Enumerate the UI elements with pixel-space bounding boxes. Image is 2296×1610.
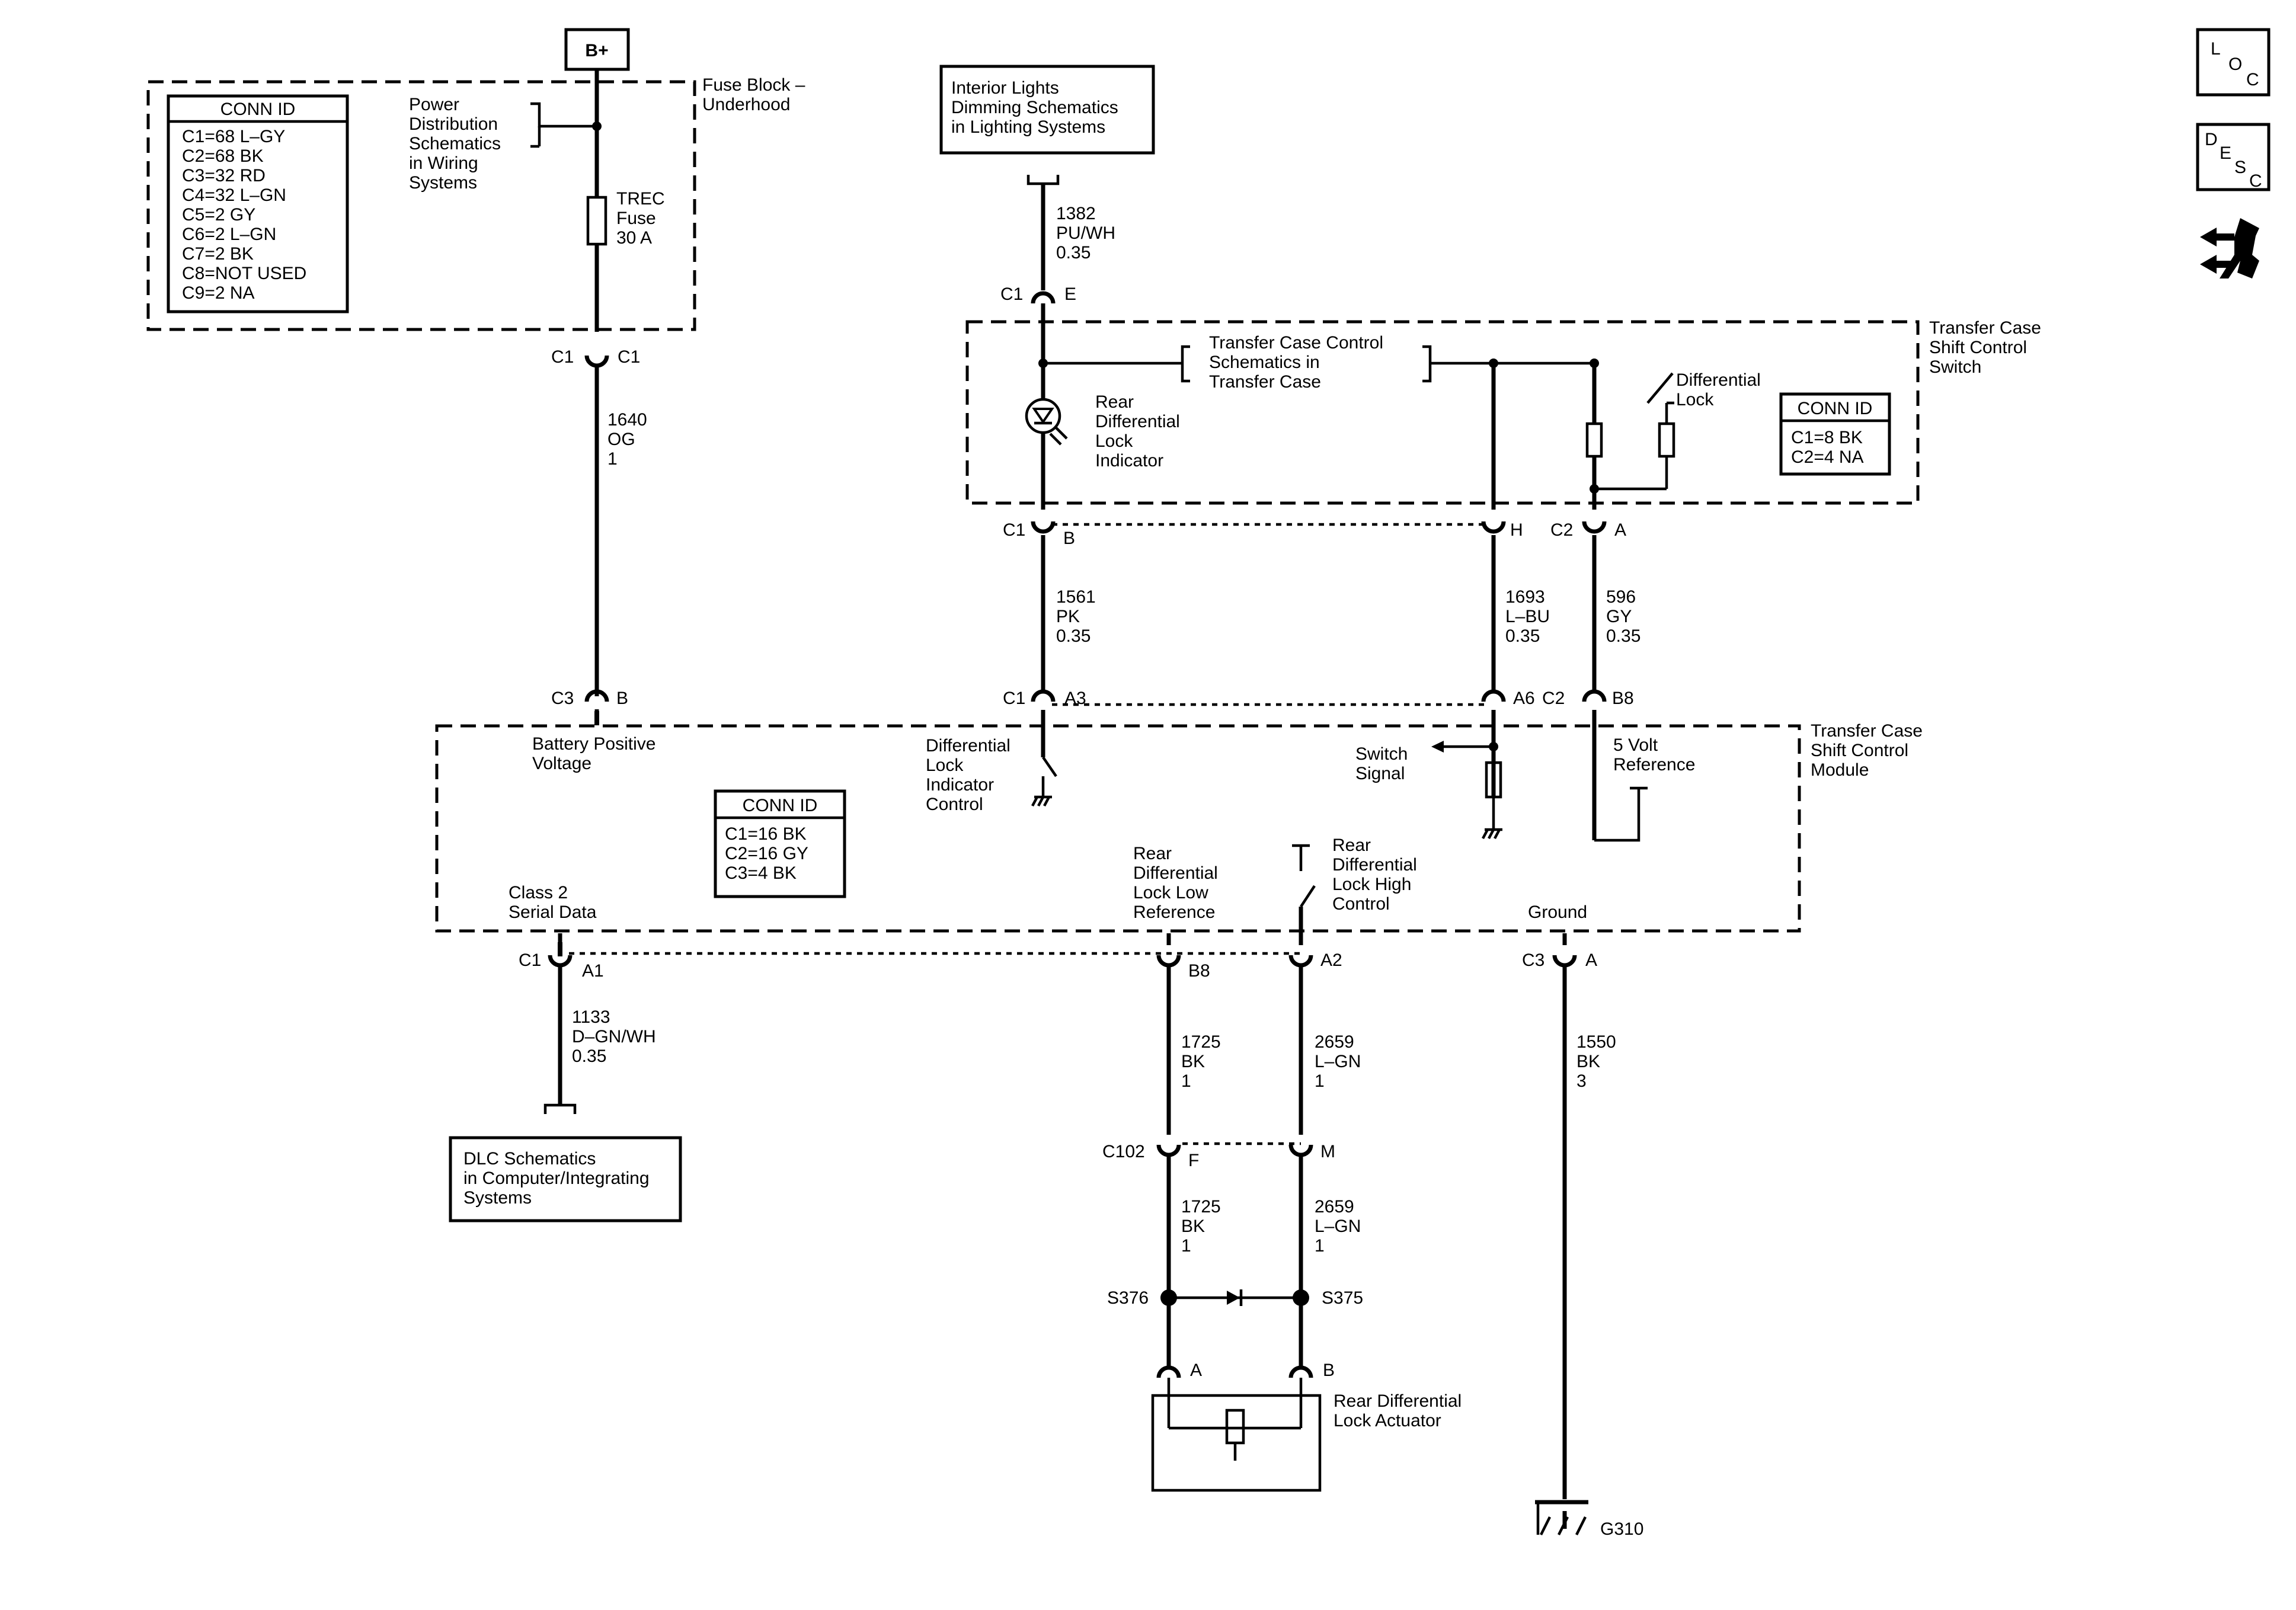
svg-text:C: C [2246, 70, 2259, 89]
wire-1382: 1382 PU/WH 0.35 [1056, 204, 1120, 263]
fuse-conn-list: C1=68 L–GY C2=68 BK C3=32 RD C4=32 L–GN … [182, 127, 312, 303]
conn-m-b8: B8 [1612, 689, 1634, 708]
conn-sw-a: A [1614, 520, 1626, 540]
switch-box [965, 320, 1920, 505]
class2-label: Class 2 Serial Data [509, 883, 597, 922]
wire-2659-lower: 2659 L–GN 1 [1315, 1197, 1366, 1256]
svg-text:O: O [2228, 55, 2242, 74]
module-conn-list: C1=16 BK C2=16 GY C3=4 BK [725, 824, 813, 883]
fuse-block-box [146, 80, 696, 331]
power-distribution-ref: Power Distribution Schematics in Wiring … [409, 95, 506, 193]
conn-il-c1: C1 [1000, 284, 1023, 304]
wire-1725-upper: 1725 BK 1 [1181, 1032, 1226, 1091]
conn-m-a1: A1 [582, 961, 604, 981]
battery-voltage-label: Battery Positive Voltage [532, 734, 661, 773]
conn-act-a: A [1190, 1361, 1202, 1380]
conn-m-c3: C3 [1522, 950, 1544, 970]
splice-s376-label: S376 [1107, 1288, 1149, 1308]
splice-s375 [1293, 1289, 1309, 1306]
trec-fuse-label: TREC Fuse 30 A [616, 189, 670, 248]
conn-fb-c1-right: C1 [618, 347, 640, 367]
conn-m-c1b: C1 [519, 950, 541, 970]
conn-act-b: B [1323, 1361, 1335, 1380]
module-name: Transfer Case Shift Control Module [1811, 721, 1927, 780]
conn-il-e: E [1064, 284, 1076, 304]
svg-text:L: L [2211, 39, 2221, 59]
conn-c3-right: B [616, 689, 628, 708]
conn-m-a6: A6 [1513, 689, 1535, 708]
switch-name: Transfer Case Shift Control Switch [1929, 318, 2046, 377]
conn-sw-c2: C2 [1550, 520, 1573, 540]
desc-icon[interactable]: D E S C [2196, 123, 2271, 191]
ground-g310-label: G310 [1600, 1519, 1643, 1539]
switch-conn-list: C1=8 BK C2=4 NA [1791, 428, 1868, 467]
conn-sw-b: B [1063, 529, 1075, 548]
fuse-conn-title: CONN ID [220, 100, 296, 119]
actuator-label: Rear Differential Lock Actuator [1334, 1391, 1467, 1430]
conn-fb-c1-left: C1 [551, 347, 574, 367]
wire-1640: 1640 OG 1 [607, 410, 652, 469]
switch-conn-title: CONN ID [1798, 399, 1873, 418]
wire-596: 596 GY 0.35 [1606, 587, 1641, 646]
switch-signal-label: Switch Signal [1355, 744, 1413, 783]
interior-lights-box [939, 65, 1155, 155]
conn-m-a2: A2 [1320, 950, 1342, 970]
low-reference-label: Rear Differential Lock Low Reference [1133, 844, 1223, 922]
conn-m-a: A [1585, 950, 1597, 970]
wire-1133: 1133 D–GN/WH 0.35 [572, 1007, 661, 1066]
conn-m-c2: C2 [1542, 689, 1565, 708]
conn-c102-f: F [1188, 1151, 1199, 1170]
conn-m-c1: C1 [1003, 689, 1025, 708]
wire-1693: 1693 L–BU 0.35 [1505, 587, 1555, 646]
splice-s375-label: S375 [1322, 1288, 1363, 1308]
dlc-box [449, 1136, 682, 1222]
diff-lock-label: Differential Lock [1676, 370, 1766, 409]
battery-label: B+ [585, 41, 608, 60]
five-volt-label: 5 Volt Reference [1613, 735, 1695, 774]
svg-text:S: S [2234, 158, 2246, 177]
wire-1561: 1561 PK 0.35 [1056, 587, 1101, 646]
svg-text:C: C [2249, 171, 2262, 191]
conn-c102-m: M [1320, 1142, 1335, 1161]
conn-m-b8b: B8 [1188, 961, 1210, 981]
ground-label: Ground [1528, 902, 1587, 922]
trec-fuse-icon [586, 196, 607, 246]
svg-text:D: D [2205, 130, 2218, 149]
splice-s376 [1160, 1289, 1177, 1306]
wire-2659-upper: 2659 L–GN 1 [1315, 1032, 1366, 1091]
conn-sw-c1: C1 [1003, 520, 1025, 540]
conn-c102: C102 [1102, 1142, 1145, 1161]
loc-icon[interactable]: L O C [2196, 28, 2271, 97]
switch-signal-ground-icon [1482, 828, 1502, 840]
led-indicator-icon [1025, 398, 1068, 446]
wire-1725-lower: 1725 BK 1 [1181, 1197, 1226, 1256]
conn-m-a3: A3 [1064, 689, 1086, 708]
wire-1550: 1550 BK 3 [1576, 1032, 1621, 1091]
indicator-ground-icon [1031, 795, 1052, 807]
indicator-label: Rear Differential Lock Indicator [1095, 392, 1185, 470]
diff-indicator-control-label: Differential Lock Indicator Control [926, 736, 1015, 814]
svg-text:E: E [2220, 143, 2231, 163]
conn-c3-left: C3 [551, 689, 574, 708]
tcc-schematics-ref: Transfer Case Control Schematics in Tran… [1209, 333, 1388, 392]
wrench-arrows-icon[interactable] [2200, 218, 2259, 279]
high-control-label: Rear Differential Lock High Control [1332, 836, 1422, 914]
interior-lights-ref: Interior Lights Dimming Schematics in Li… [951, 78, 1123, 137]
fuse-block-name: Fuse Block – Underhood [702, 75, 810, 114]
conn-sw-h: H [1510, 520, 1523, 540]
actuator-box [1151, 1394, 1322, 1492]
battery-box [564, 28, 630, 71]
dlc-ref: DLC Schematics in Computer/Integrating S… [463, 1149, 654, 1208]
module-conn-title: CONN ID [743, 796, 818, 815]
